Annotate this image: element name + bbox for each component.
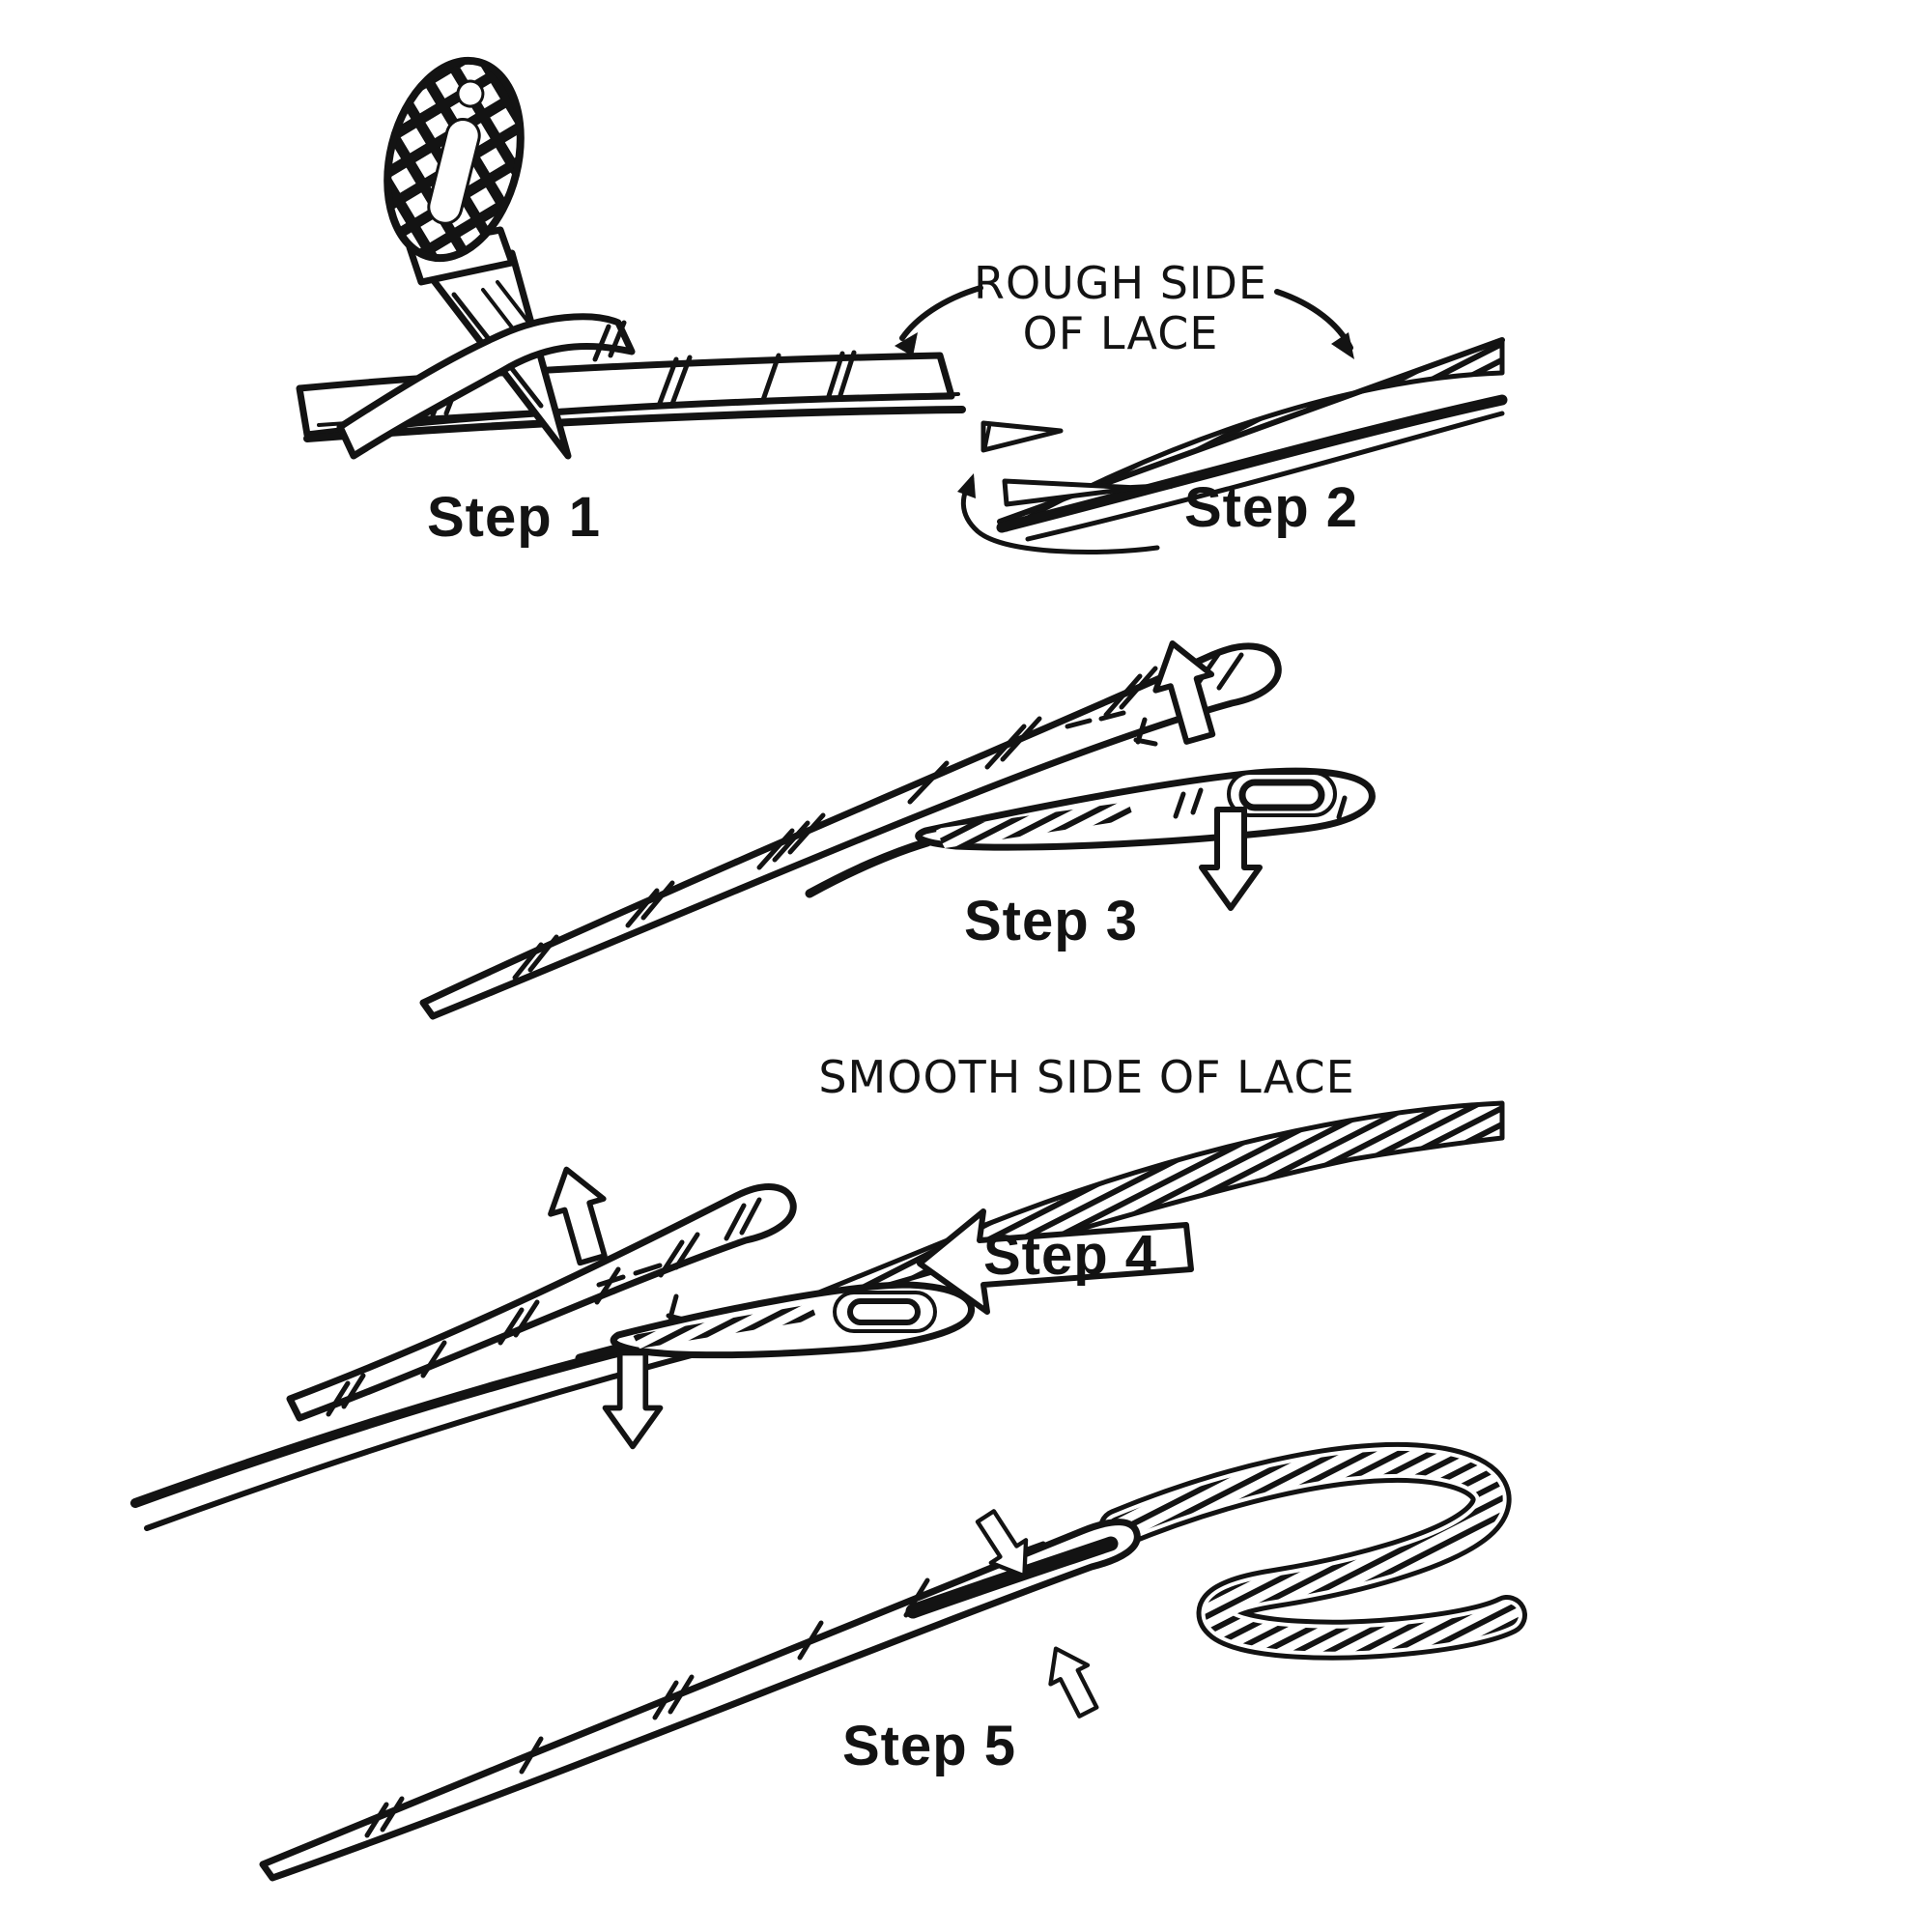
step4-illustration	[130, 1100, 1505, 1531]
lace-loop	[336, 313, 636, 460]
needle-top-half	[286, 1183, 797, 1422]
knife-handle	[384, 56, 525, 286]
rough-side-label-line1: ROUGH SIDE	[974, 257, 1267, 309]
cut-sliver-lower	[1002, 478, 1174, 507]
needle-bottom-half	[805, 767, 1376, 898]
step3-label: Step 3	[964, 890, 1139, 952]
rough-side-label-line2: OF LACE	[1022, 306, 1219, 359]
separate-up-arrow-icon	[540, 1162, 619, 1267]
step4-label: Step 4	[983, 1224, 1158, 1287]
needle-bottom-half	[575, 1281, 975, 1363]
rough-side-pointer-right-arrow-icon	[1274, 289, 1354, 359]
closed-needle	[259, 1519, 1141, 1882]
step2-illustration	[895, 285, 1508, 554]
step5-label: Step 5	[842, 1715, 1017, 1777]
lace-ribbon	[1098, 1441, 1527, 1661]
step5-illustration	[259, 1441, 1527, 1882]
sliver-loop-arrow-icon	[957, 473, 1160, 554]
rough-side-pointer-left-arrow-icon	[895, 285, 983, 356]
rough-side-label: ROUGH SIDE OF LACE	[952, 257, 1290, 359]
step3-illustration	[419, 636, 1376, 1020]
smooth-side-label: SMOOTH SIDE OF LACE	[816, 1051, 1357, 1103]
press-up-arrow-icon	[1037, 1639, 1107, 1721]
smooth-side-label-text: SMOOTH SIDE OF LACE	[818, 1051, 1355, 1103]
insert-left-arrow-icon	[917, 1208, 1194, 1315]
step2-label: Step 2	[1184, 476, 1359, 539]
step1-label: Step 1	[427, 486, 602, 549]
needle-top-half	[419, 642, 1282, 1020]
cut-sliver-upper	[980, 420, 1064, 453]
step1-illustration	[296, 56, 966, 460]
